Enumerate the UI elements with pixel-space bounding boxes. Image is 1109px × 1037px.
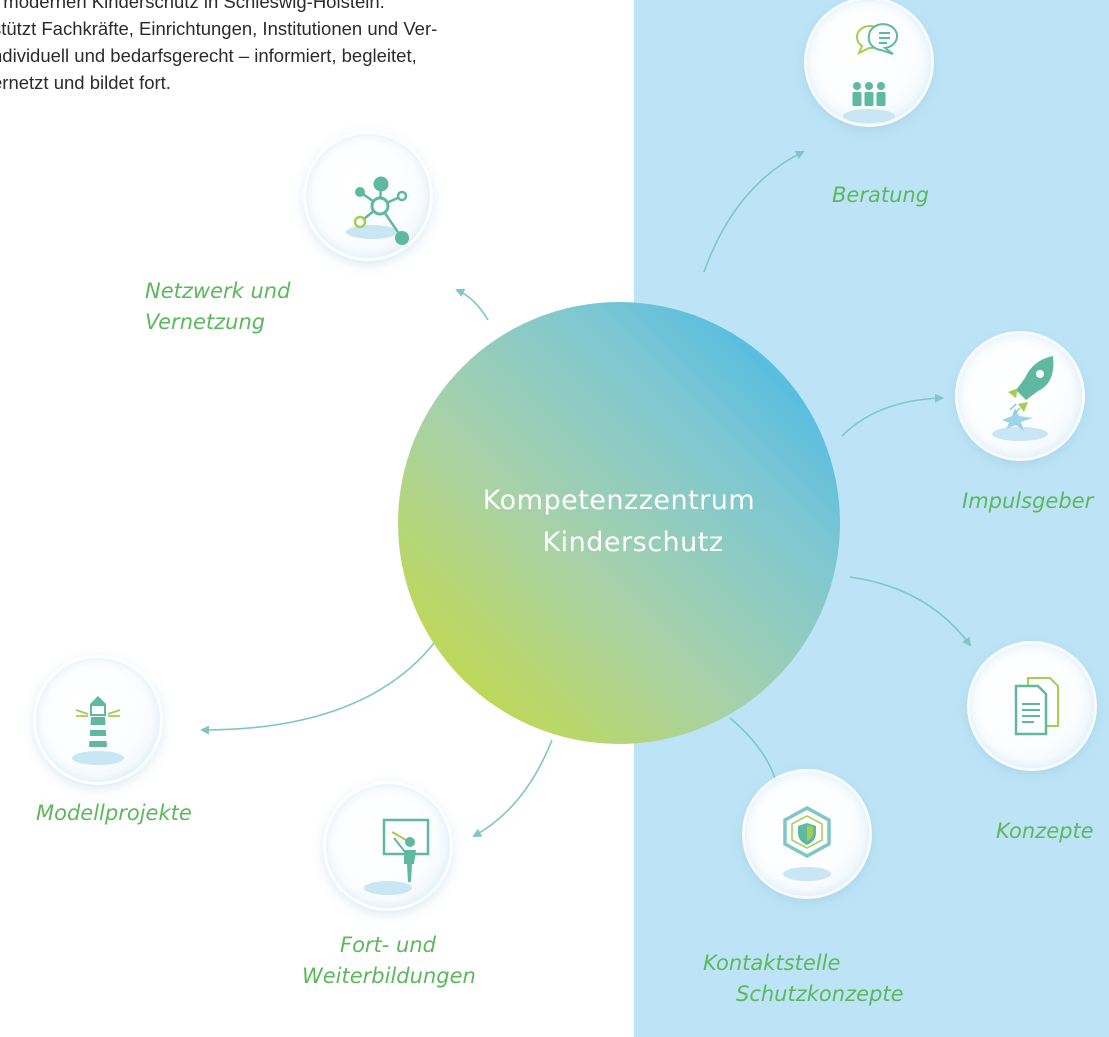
intro-line: ndividuell und bedarfsgerecht – informie…: [0, 45, 417, 66]
intro-text: r modernen Kinderschutz in Schleswig-Hol…: [0, 0, 582, 96]
node-kontaktstelle[interactable]: [745, 772, 869, 896]
label-line: Konzepte: [996, 819, 1094, 843]
consultation-icon: [843, 23, 898, 123]
intro-line: r modernen Kinderschutz in Schleswig-Hol…: [0, 0, 385, 12]
label-line: Vernetzung: [145, 310, 266, 334]
shield-icon: [783, 806, 831, 881]
center-title-line: Kompetenzzentrum: [482, 485, 756, 516]
intro-line: ernetzt und bildet fort.: [0, 72, 171, 93]
rocket-icon: [992, 356, 1054, 441]
label-line: Netzwerk und: [145, 279, 291, 303]
network-icon: [346, 176, 409, 245]
label-line: Impulsgeber: [962, 489, 1094, 513]
node-konzepte[interactable]: [970, 644, 1094, 768]
label-line: Fort- und: [340, 933, 436, 957]
arrow-to-modellprojekte: [200, 641, 436, 735]
label-konzepte: Konzepte: [996, 816, 1094, 847]
arrow-to-beratung: [703, 151, 805, 273]
node-impulsgeber[interactable]: [958, 334, 1082, 458]
documents-icon: [1014, 677, 1059, 736]
arrow-to-fortbildung: [472, 739, 553, 837]
label-fortbildung: Fort- und Weiterbildungen: [302, 930, 476, 992]
arrow-to-konzepte: [849, 576, 972, 647]
node-modellprojekte[interactable]: [36, 658, 160, 782]
label-line: Schutzkonzepte: [736, 982, 904, 1006]
node-beratung[interactable]: [807, 0, 931, 124]
label-line: Beratung: [832, 183, 930, 207]
intro-line: stützt Fachkräfte, Einrichtungen, Instit…: [0, 18, 438, 39]
label-modellprojekte: Modellprojekte: [36, 798, 192, 829]
arrow-to-impulsgeber: [841, 393, 944, 437]
label-line: Kontaktstelle: [703, 951, 841, 975]
label-line: Weiterbildungen: [302, 964, 476, 988]
center-title-line: Kinderschutz: [542, 527, 724, 558]
arrow-to-netzwerk: [455, 288, 489, 321]
label-impulsgeber: Impulsgeber: [962, 486, 1093, 517]
teacher-icon: [364, 818, 430, 895]
node-netzwerk[interactable]: [306, 134, 430, 258]
arrow-to-kontaktstelle: [729, 717, 780, 787]
label-line: Modellprojekte: [36, 801, 192, 825]
label-netzwerk: Netzwerk und Vernetzung: [145, 276, 290, 338]
lighthouse-icon: [72, 696, 124, 765]
node-fortbildung[interactable]: [326, 784, 450, 908]
center-title: Kompetenzzentrum Kinderschutz: [398, 480, 840, 564]
label-kontaktstelle: Kontaktstelle Schutzkonzepte: [703, 948, 904, 1010]
center-circle: Kompetenzzentrum Kinderschutz: [398, 302, 840, 744]
label-beratung: Beratung: [832, 180, 929, 211]
